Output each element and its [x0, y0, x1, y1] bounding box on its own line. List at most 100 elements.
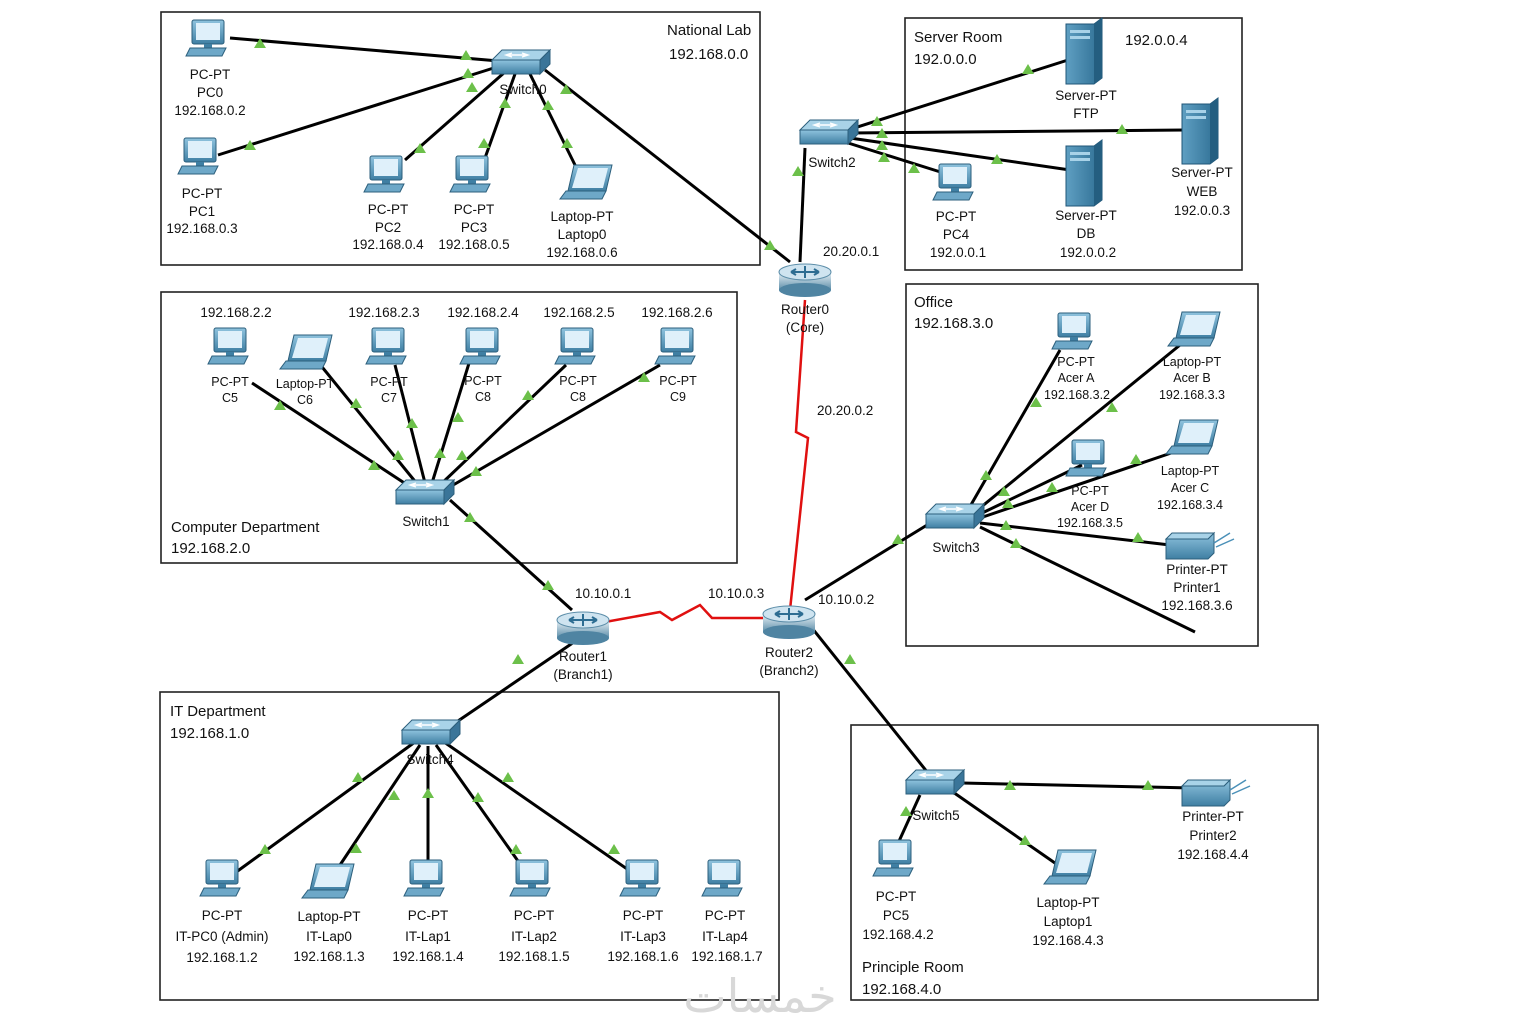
- device-name: IT-Lap4: [702, 929, 748, 944]
- zone-principle-room: Principle Room 192.168.4.0: [850, 724, 1319, 1001]
- device-name: Acer B: [1173, 371, 1211, 385]
- device-ip: 192.0.0.1: [930, 245, 986, 260]
- device-pc4[interactable]: PC-PT PC4 192.0.0.1: [930, 163, 986, 260]
- device-name: IT-Lap2: [511, 929, 557, 944]
- device-switch1[interactable]: Switch1: [395, 479, 455, 529]
- device-laptop0[interactable]: Laptop-PT Laptop0 192.168.0.6: [546, 164, 618, 260]
- router-icon: [778, 263, 832, 298]
- printer-icon: [1165, 532, 1235, 560]
- device-ip: 192.0.0.2: [1060, 245, 1116, 260]
- device-it-lap3[interactable]: PC-PT IT-Lap3 192.168.1.6: [607, 859, 679, 964]
- device-c8[interactable]: PC-PT C8: [459, 327, 502, 404]
- device-it-pc0[interactable]: PC-PT IT-PC0 (Admin) 192.168.1.2: [175, 859, 269, 965]
- device-ip: 192.168.0.4: [352, 237, 424, 252]
- device-pc5[interactable]: PC-PT PC5 192.168.4.2: [862, 839, 934, 942]
- device-name: PC0: [197, 85, 223, 100]
- device-ip: 192.168.0.6: [546, 245, 617, 260]
- device-ip: 192.168.4.2: [862, 927, 933, 942]
- device-name: PC4: [943, 227, 970, 242]
- device-db[interactable]: Server-PT DB 192.0.0.2: [1055, 139, 1117, 260]
- ip-label: 20.20.0.1: [823, 244, 879, 259]
- device-it-lap0[interactable]: Laptop-PT IT-Lap0 192.168.1.3: [293, 863, 365, 964]
- device-it-lap4[interactable]: PC-PT IT-Lap4 192.168.1.7: [691, 859, 763, 964]
- device-type: Laptop-PT: [276, 377, 335, 391]
- zone-network: 192.168.1.0: [170, 725, 249, 742]
- pc-icon: [1065, 439, 1107, 477]
- zone-name: Office: [914, 294, 953, 311]
- device-ip: 192.0.0.3: [1174, 203, 1230, 218]
- pc-icon: [619, 859, 661, 897]
- device-pc1[interactable]: PC-PT PC1 192.168.0.3: [166, 137, 238, 236]
- device-type: Printer-PT: [1166, 562, 1228, 577]
- device-acer-a[interactable]: PC-PT Acer A 192.168.3.2: [1044, 312, 1110, 402]
- device-name: C8: [475, 390, 491, 404]
- device-name: C5: [222, 391, 238, 405]
- device-role: (Core): [786, 320, 824, 335]
- laptop-icon: [559, 164, 613, 200]
- pc-icon: [872, 839, 914, 877]
- pc-icon: [932, 163, 974, 201]
- device-type: PC-PT: [454, 202, 495, 217]
- device-ip: 192.168.2.3: [348, 305, 419, 320]
- device-switch2[interactable]: Switch2: [799, 119, 859, 170]
- device-type: Server-PT: [1055, 208, 1117, 223]
- laptop-icon: [279, 334, 333, 370]
- server-icon: [1065, 139, 1103, 207]
- device-name: Acer A: [1058, 371, 1095, 385]
- device-switch3[interactable]: Switch3: [925, 503, 985, 555]
- device-pc0[interactable]: PC-PT PC0 192.168.0.2: [174, 19, 246, 118]
- device-ftp[interactable]: Server-PT FTP: [1055, 17, 1117, 121]
- device-switch4[interactable]: Switch4: [401, 719, 461, 767]
- device-printer1[interactable]: Printer-PT Printer1 192.168.3.6: [1161, 532, 1235, 613]
- device-ip: 192.168.0.5: [438, 237, 509, 252]
- device-c8b[interactable]: PC-PT C8: [554, 327, 597, 404]
- device-it-lap1[interactable]: PC-PT IT-Lap1 192.168.1.4: [392, 859, 464, 964]
- pc-icon: [363, 155, 405, 193]
- device-web[interactable]: Server-PT WEB 192.0.0.3: [1171, 97, 1233, 218]
- device-name: DB: [1077, 226, 1096, 241]
- device-c7[interactable]: PC-PT C7: [365, 327, 408, 405]
- device-ip: 192.168.2.5: [543, 305, 614, 320]
- device-it-lap2[interactable]: PC-PT IT-Lap2 192.168.1.5: [498, 859, 570, 964]
- device-c5[interactable]: PC-PT C5: [207, 327, 249, 405]
- device-router1[interactable]: Router1 (Branch1): [553, 611, 613, 682]
- zone-network: 192.168.4.0: [862, 981, 941, 998]
- device-ip: 192.168.0.2: [174, 103, 245, 118]
- device-switch0[interactable]: Switch0: [491, 49, 551, 97]
- pc-icon: [199, 859, 241, 897]
- ip-label: 10.10.0.1: [575, 586, 631, 601]
- server-icon: [1181, 97, 1219, 165]
- laptop-icon: [301, 863, 355, 899]
- device-router0[interactable]: Router0 (Core): [778, 263, 832, 335]
- device-acer-d[interactable]: PC-PT Acer D 192.168.3.5: [1057, 439, 1123, 530]
- device-type: PC-PT: [370, 375, 408, 389]
- device-type: PC-PT: [559, 374, 597, 388]
- device-c6[interactable]: Laptop-PT C6: [276, 334, 335, 407]
- device-name: Laptop1: [1044, 914, 1093, 929]
- switch-icon: [905, 769, 965, 795]
- device-pc3[interactable]: PC-PT PC3 192.168.0.5: [438, 155, 510, 252]
- device-laptop1[interactable]: Laptop-PT Laptop1 192.168.4.3: [1032, 849, 1104, 948]
- device-name: Switch1: [402, 514, 449, 529]
- pc-icon: [701, 859, 743, 897]
- device-router2[interactable]: Router2 (Branch2): [759, 605, 819, 678]
- device-printer2[interactable]: Printer-PT Printer2 192.168.4.4: [1177, 779, 1251, 862]
- pc-icon: [554, 327, 596, 365]
- device-pc2[interactable]: PC-PT PC2 192.168.0.4: [352, 155, 424, 252]
- pc-icon: [207, 327, 249, 365]
- device-c9[interactable]: PC-PT C9: [654, 327, 697, 404]
- device-switch5[interactable]: Switch5: [905, 769, 965, 823]
- switch-icon: [401, 719, 461, 745]
- device-acer-c[interactable]: Laptop-PT Acer C 192.168.3.4: [1157, 419, 1223, 512]
- laptop-icon: [1043, 849, 1097, 885]
- printer-icon: [1181, 779, 1251, 807]
- ip-label: 10.10.0.2: [818, 592, 874, 607]
- device-type: PC-PT: [408, 908, 449, 923]
- device-ip: 192.168.3.2: [1044, 388, 1110, 402]
- device-acer-b[interactable]: Laptop-PT Acer B 192.168.3.3: [1159, 311, 1225, 402]
- device-name: Printer1: [1173, 580, 1220, 595]
- device-type: PC-PT: [705, 908, 746, 923]
- device-name: Router2: [765, 645, 813, 660]
- zone-national-lab: National Lab 192.168.0.0: [160, 11, 761, 266]
